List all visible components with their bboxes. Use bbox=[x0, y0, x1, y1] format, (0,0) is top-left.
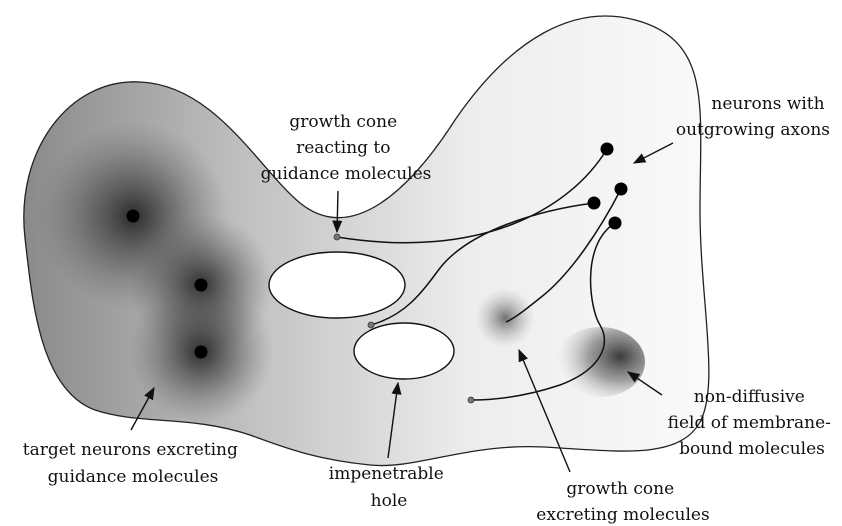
source-neuron-4 bbox=[609, 217, 622, 230]
label-impenetrable-hole: impenetrable hole bbox=[329, 464, 449, 511]
source-neuron-2 bbox=[615, 183, 628, 196]
label-growth-cone-reacting: growth cone reacting to guidance molecul… bbox=[261, 112, 432, 184]
growth-cone-tip-2 bbox=[368, 322, 374, 328]
target-neuron-1 bbox=[127, 210, 140, 223]
growth-cone-tip-1 bbox=[334, 234, 340, 240]
source-neuron-3 bbox=[588, 197, 601, 210]
label-target-neurons: target neurons excreting guidance molecu… bbox=[23, 440, 244, 487]
target-neuron-3 bbox=[195, 346, 208, 359]
membrane-bound-field bbox=[555, 327, 645, 397]
hole-lower bbox=[354, 323, 454, 379]
source-neuron-1 bbox=[601, 143, 614, 156]
arrow-growth-cone-reacting bbox=[337, 191, 338, 232]
growth-cone-tip-3 bbox=[468, 397, 474, 403]
target-neuron-2 bbox=[195, 279, 208, 292]
hole-upper bbox=[269, 252, 405, 318]
excreted-molecules-glow bbox=[475, 288, 535, 348]
label-growth-cone-excreting: growth cone excreting molecules bbox=[536, 479, 709, 525]
label-non-diffusive: non-diffusive field of membrane- bound m… bbox=[668, 387, 837, 459]
